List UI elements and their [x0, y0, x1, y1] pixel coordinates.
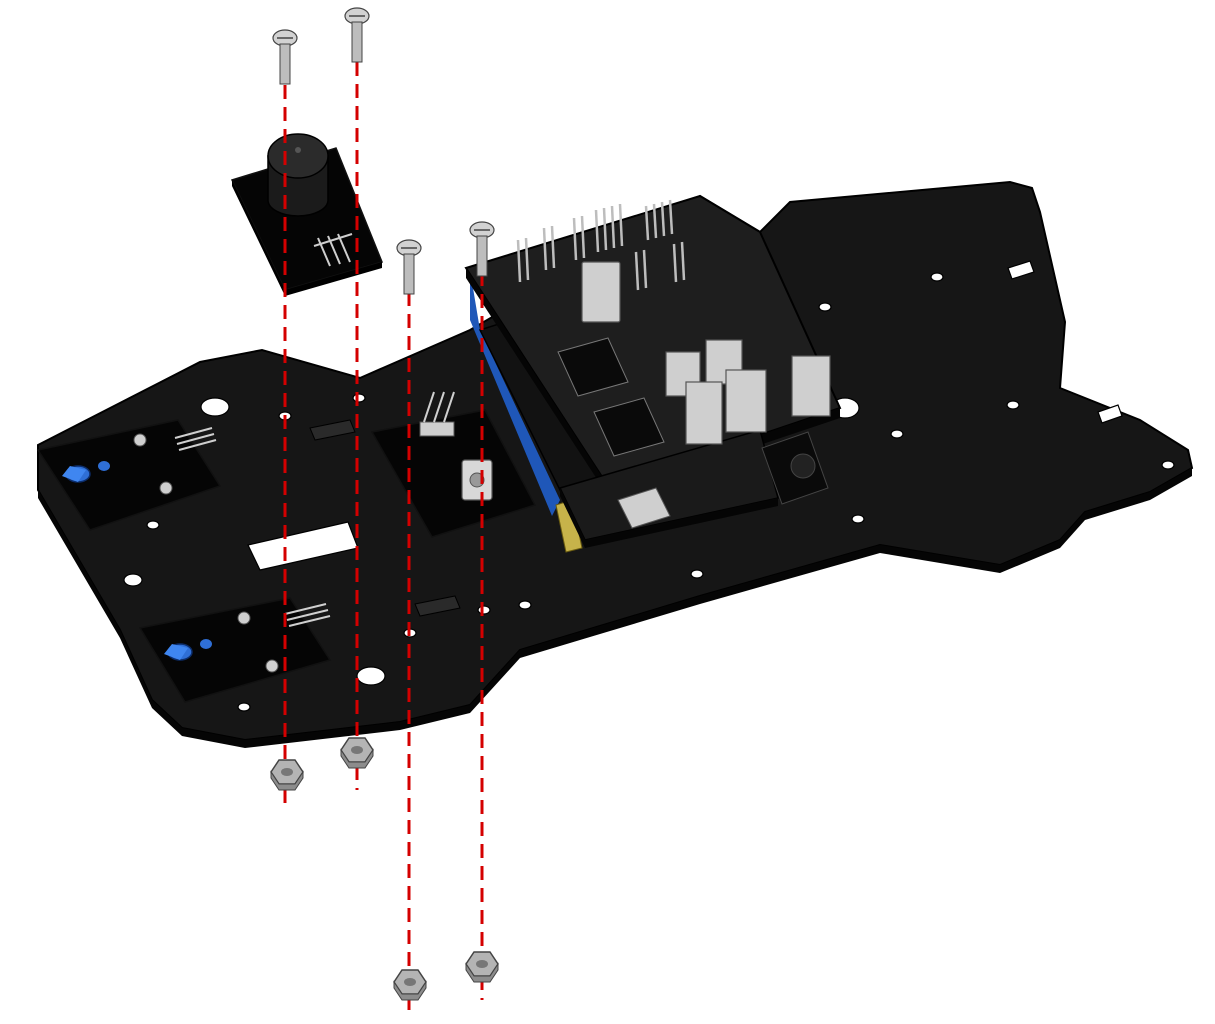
- ic-chip: [593, 397, 665, 457]
- line-sensor-front: [36, 419, 222, 531]
- ir-sensor-icon: [62, 461, 110, 483]
- sensor-screw-head: [265, 659, 279, 673]
- hex-nut-icon: [340, 737, 374, 769]
- plate-holes: [123, 272, 1175, 712]
- plate-hole: [352, 393, 366, 403]
- jst-connector: [581, 261, 621, 323]
- plate-hole: [690, 569, 704, 579]
- line-sensor-rear: [138, 597, 332, 703]
- screws: [272, 7, 495, 295]
- screw-icon: [396, 239, 422, 295]
- line-sensor-rear-board: [138, 597, 332, 703]
- usb-port: [617, 487, 671, 529]
- plate-slot: [1097, 404, 1123, 424]
- hex-nut-icon: [393, 969, 427, 1001]
- shield-connectors: [581, 261, 831, 445]
- jst-connector: [685, 381, 723, 445]
- plate-slot: [1007, 260, 1035, 280]
- hex-nut-icon: [465, 951, 499, 983]
- line-sensor-front-pins: [174, 427, 217, 451]
- sensor-screw-head: [133, 433, 147, 447]
- sensor-screw-head: [237, 611, 251, 625]
- plate-recess: [414, 595, 461, 617]
- plate-recess: [309, 419, 356, 441]
- dc-power-jack-hole: [790, 453, 816, 479]
- shield-ic-chips: [557, 337, 665, 457]
- buzzer-header: [313, 233, 353, 267]
- plate-hole: [356, 666, 386, 686]
- plate-hole: [518, 600, 532, 610]
- hex-nuts: [270, 737, 499, 1001]
- plate-hole: [890, 429, 904, 439]
- plate-hole: [146, 520, 160, 530]
- ir-receiver-board: [370, 409, 537, 538]
- ic-chip: [557, 337, 629, 397]
- plate-hole: [237, 702, 251, 712]
- jst-connector: [791, 355, 831, 417]
- plate-hole: [930, 272, 944, 282]
- ir-receiver-header: [419, 391, 455, 437]
- plate-recesses: [309, 419, 461, 617]
- assembly-guide-lines: [283, 62, 484, 1015]
- plate-hole: [200, 397, 230, 417]
- hex-nut-icon: [270, 759, 304, 791]
- screw-icon: [344, 7, 370, 63]
- sensor-screw-head: [159, 481, 173, 495]
- line-sensor-rear-pins: [284, 603, 331, 627]
- ir-receiver-icon: [461, 459, 493, 501]
- shield-pin-headers: [516, 199, 686, 291]
- plate-hole: [1161, 460, 1175, 470]
- line-sensor-front-board: [36, 419, 222, 531]
- sensor-shield: [464, 194, 842, 553]
- jst-connector: [725, 369, 767, 433]
- buzzer-icon: [267, 133, 329, 217]
- ir-receiver-module: [370, 391, 537, 538]
- plate-hole: [477, 605, 491, 615]
- plate-hole: [123, 573, 143, 587]
- arduino-board-edge: [470, 270, 560, 516]
- plate-hole: [818, 302, 832, 312]
- buzzer-module: [230, 133, 384, 296]
- ir-sensor-icon: [164, 639, 212, 661]
- screw-icon: [272, 29, 298, 85]
- plate-hole: [1006, 400, 1020, 410]
- screw-icon: [469, 221, 495, 277]
- plate-hole: [851, 514, 865, 524]
